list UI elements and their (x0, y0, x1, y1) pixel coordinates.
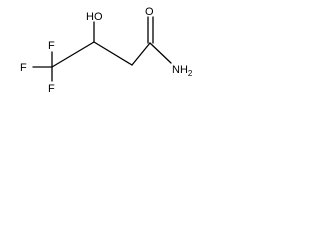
bond-c3-c2 (93, 41, 133, 66)
bond-c1-n (149, 42, 172, 64)
bond-c2-c1 (131, 42, 151, 66)
molecule-drawing: F F F HO O NH2 (20, 6, 193, 95)
atom-f-top: F (48, 40, 55, 52)
atom-labels: F F F HO O NH2 (20, 6, 193, 95)
nitrogen-h-label: NH (172, 64, 188, 76)
atom-f-bottom: F (48, 83, 55, 95)
atom-amide-nitrogen: NH2 (172, 64, 193, 78)
atom-hydroxyl: HO (86, 11, 103, 23)
nitrogen-h-subscript: 2 (188, 69, 193, 78)
atom-f-left: F (20, 62, 27, 74)
atom-carbonyl-oxygen: O (145, 6, 154, 18)
bond-c4-c3 (51, 41, 95, 68)
bonds (32, 16, 172, 82)
structure-canvas: F F F HO O NH2 (0, 0, 204, 118)
